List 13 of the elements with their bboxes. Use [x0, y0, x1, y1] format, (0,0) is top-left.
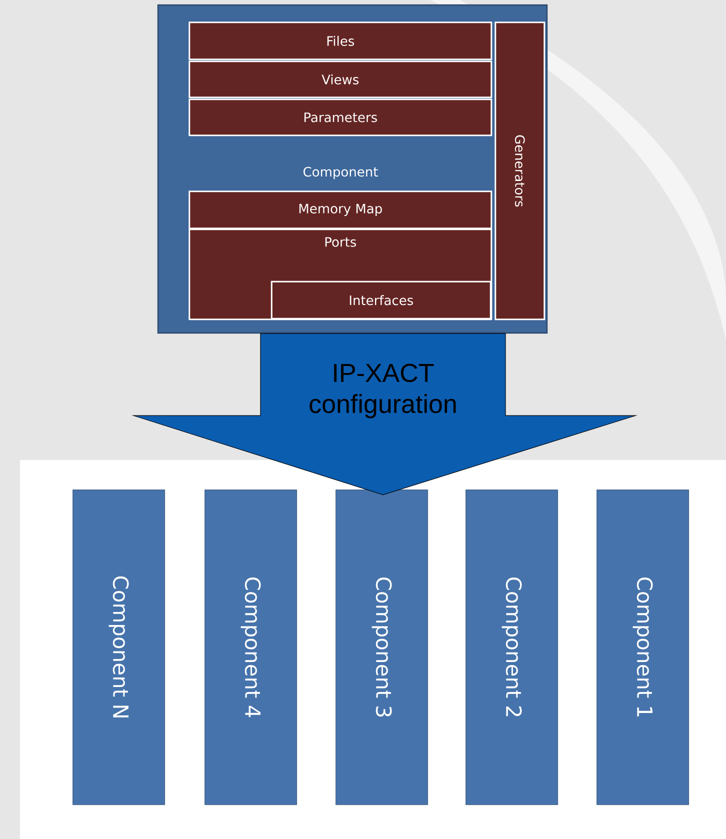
component-box: Component 1 [596, 490, 689, 805]
element-box: Parameters [188, 98, 492, 136]
element-box: Interfaces [270, 280, 492, 320]
component-box: Component 4 [204, 490, 297, 805]
element-box: Files [188, 22, 492, 60]
block-arrow [132, 333, 638, 496]
element-box: Generators [494, 22, 546, 320]
component-box: Component N [72, 490, 165, 805]
element-box: Views [188, 60, 492, 98]
component-box: Component 3 [336, 490, 428, 805]
element-box: Memory Map [188, 190, 492, 230]
component-box: Component 2 [466, 490, 558, 805]
edge-label: IP-XACT configuration [310, 364, 456, 418]
